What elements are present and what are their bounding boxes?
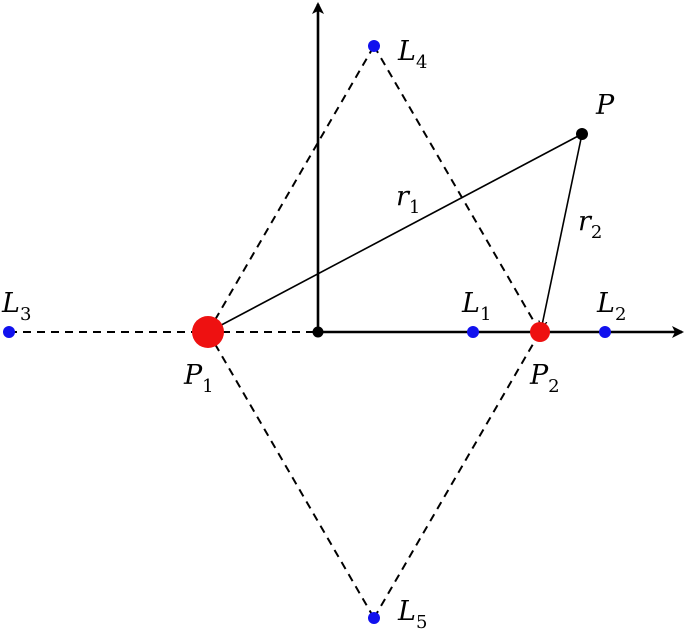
origin-point (312, 326, 324, 338)
test-point-p (576, 128, 588, 140)
label-l4: L4 (397, 36, 427, 73)
label-l3: L3 (1, 288, 31, 325)
label-p2: P2 (529, 360, 560, 397)
dashed-line-l5-p2 (373, 331, 541, 619)
lagrange-point-l3 (3, 326, 15, 338)
primary-mass-p2 (530, 322, 550, 342)
label-l5: L5 (397, 596, 427, 630)
lagrange-point-l1 (467, 326, 479, 338)
label-r2: r2 (578, 206, 602, 243)
label-l2: L2 (596, 288, 626, 325)
label-p: P (595, 90, 615, 121)
r2-vector (541, 133, 583, 330)
primary-mass-p1 (192, 316, 224, 348)
dashed-line-p1-l4 (207, 45, 375, 333)
r1-vector (210, 133, 583, 331)
lagrange-point-l5 (368, 612, 380, 624)
lagrange-point-l4 (368, 40, 380, 52)
label-l1: L1 (461, 288, 491, 325)
lagrange-point-l2 (599, 326, 611, 338)
label-p1: P1 (183, 360, 214, 397)
label-r1: r1 (396, 181, 420, 218)
dashed-line-p1-l5 (207, 331, 375, 619)
